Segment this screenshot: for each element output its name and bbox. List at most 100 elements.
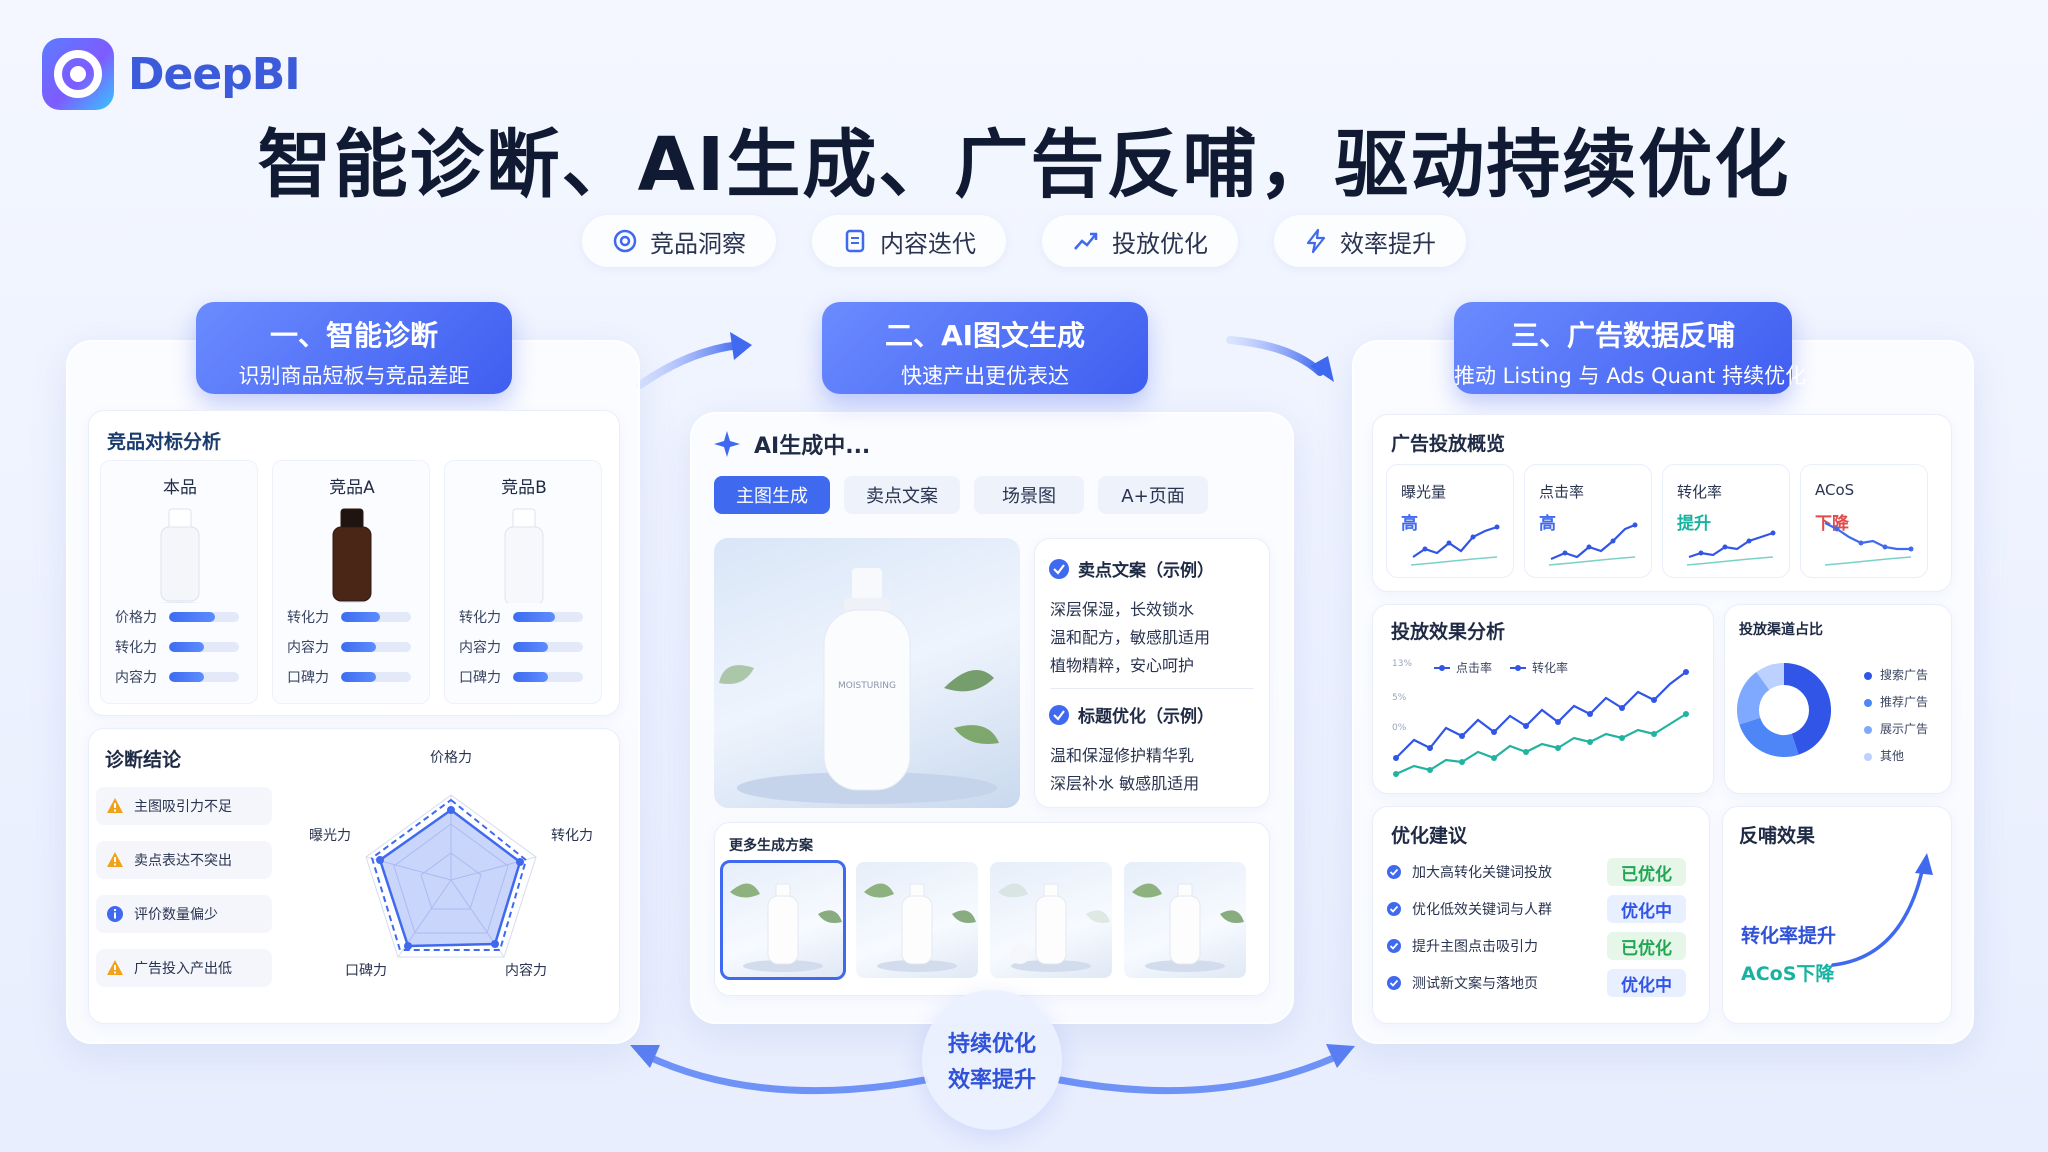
metric-bar	[169, 642, 239, 652]
ad-metric-label: 转化率	[1677, 483, 1723, 501]
ad-metric-sparkline	[1686, 530, 1776, 566]
generated-option-thumbnail[interactable]	[1124, 862, 1246, 978]
chart-point	[1587, 739, 1593, 745]
tab-selling-copy[interactable]: 卖点文案	[844, 476, 960, 514]
suggestion-item[interactable]: 优化低效关键词与人群优化中	[1386, 893, 1686, 925]
tab-scene-image[interactable]: 场景图	[974, 476, 1084, 514]
issue-item[interactable]: 广告投入产出低	[96, 949, 272, 987]
tab-a-plus-page[interactable]: A+页面	[1098, 476, 1208, 514]
copy-line: 植物精粹，安心呵护	[1050, 656, 1195, 675]
chart-point	[1393, 755, 1399, 761]
ad-metric-card[interactable]: 转化率提升	[1662, 464, 1790, 578]
issue-item[interactable]: 评价数量偏少	[96, 895, 272, 933]
title-opt-lines: 温和保湿修护精华乳 深层补水 敏感肌适用	[1050, 742, 1199, 798]
issue-text: 卖点表达不突出	[134, 853, 232, 869]
ad-metric-card[interactable]: 曝光量高	[1386, 464, 1514, 578]
feature-pills: 竞品洞察 内容迭代 投放优化 效率提升	[0, 215, 2048, 267]
page-title: 智能诊断、AI生成、广告反哺，驱动持续优化	[257, 122, 1791, 208]
chart-point	[1491, 755, 1497, 761]
channel-legend-item: 展示广告	[1864, 716, 1928, 743]
metric-bar-fill	[169, 612, 215, 622]
pill-label: 效率提升	[1340, 229, 1436, 258]
tag-diagnosis: 一、智能诊断 识别商品短板与竞品差距	[196, 302, 512, 394]
target-icon	[613, 229, 637, 253]
metric-bar	[513, 612, 583, 622]
warning-icon	[107, 798, 123, 813]
channel-legend-item: 搜索广告	[1864, 662, 1928, 689]
arrow-loop-left	[641, 1051, 929, 1095]
metric-label: 转化力	[287, 610, 329, 626]
issue-item[interactable]: 主图吸引力不足	[96, 787, 272, 825]
ad-metric-label: ACoS	[1815, 481, 1855, 499]
metric-bar-fill	[341, 612, 380, 622]
chart-point	[1619, 705, 1625, 711]
ad-metric-trend: 提升	[1677, 514, 1711, 534]
suggestion-status-badge: 优化中	[1607, 895, 1686, 923]
chart-point	[1459, 759, 1465, 765]
issue-item[interactable]: 卖点表达不突出	[96, 841, 272, 879]
product-name: 竞品A	[329, 478, 375, 498]
generated-option-thumbnail[interactable]	[720, 860, 846, 980]
suggestion-item[interactable]: 加大高转化关键词投放已优化	[1386, 856, 1686, 888]
generated-option-thumbnail[interactable]	[856, 862, 978, 978]
ad-metric-card[interactable]: ACoS 下降	[1800, 464, 1928, 578]
metric-row: 转化力	[115, 637, 239, 657]
chart-point	[1683, 711, 1689, 717]
title-opt-title: 标题优化（示例）	[1078, 707, 1214, 727]
main-product-image[interactable]: MOISTURING	[714, 538, 1020, 808]
metric-label: 口碑力	[287, 670, 329, 686]
ad-metric-card[interactable]: 点击率高	[1524, 464, 1652, 578]
product-bottle-image	[504, 508, 544, 603]
metric-bar-fill	[169, 642, 204, 652]
suggestion-status-badge: 已优化	[1607, 858, 1686, 886]
effect-title: 投放效果分析	[1391, 621, 1506, 643]
chart-point	[1427, 745, 1433, 751]
arrow-2-to-3	[1226, 336, 1324, 376]
copy-title: 卖点文案（示例）	[1078, 561, 1214, 581]
issue-list: 主图吸引力不足 卖点表达不突出 评价数量偏少 广告投入产出低	[96, 787, 272, 987]
copy-card	[1034, 538, 1270, 808]
generating-text: AI生成中...	[754, 434, 871, 459]
metric-bar-fill	[341, 672, 376, 682]
more-options-title: 更多生成方案	[729, 838, 813, 854]
issue-text: 评价数量偏少	[134, 907, 218, 923]
check-circle-icon	[1387, 865, 1401, 879]
chart-point	[1651, 697, 1657, 703]
ad-metric-trend: 下降	[1815, 514, 1849, 534]
chart-point	[1683, 669, 1689, 675]
channel-share-title: 投放渠道占比	[1739, 622, 1823, 638]
suggestion-status-badge: 已优化	[1607, 932, 1686, 960]
chart-point	[1523, 723, 1529, 729]
generated-option-thumbnail[interactable]	[990, 862, 1112, 978]
pill-ads[interactable]: 投放优化	[1042, 215, 1238, 267]
copy-line: 温和配方，敏感肌适用	[1050, 628, 1211, 647]
pill-content[interactable]: 内容迭代	[812, 215, 1006, 267]
divider	[1050, 688, 1254, 689]
pill-efficiency[interactable]: 效率提升	[1274, 215, 1466, 267]
suggestion-item[interactable]: 提升主图点击吸引力已优化	[1386, 930, 1686, 962]
suggestion-status-badge: 优化中	[1607, 969, 1686, 997]
legend-cvr: 转化率	[1532, 660, 1568, 675]
check-circle-icon	[1049, 558, 1069, 579]
title-line: 深层补水 敏感肌适用	[1050, 774, 1200, 793]
tag-subtitle: 识别商品短板与竞品差距	[238, 364, 470, 388]
tag-subtitle: 推动 Listing 与 Ads Quant 持续优化	[1454, 364, 1807, 388]
metric-bar-fill	[513, 672, 548, 682]
issue-text: 主图吸引力不足	[134, 799, 232, 815]
product-column[interactable]: 竞品A 转化力内容力口碑力	[272, 460, 430, 704]
metric-row: 转化力	[287, 607, 411, 627]
tab-main-image[interactable]: 主图生成	[714, 476, 830, 514]
pill-label: 投放优化	[1112, 229, 1208, 258]
suggestion-item[interactable]: 测试新文案与落地页优化中	[1386, 967, 1686, 999]
channel-legend-item: 推荐广告	[1864, 689, 1928, 716]
metric-bar	[169, 612, 239, 622]
copy-heading: 卖点文案（示例）	[1048, 556, 1214, 581]
suggestions-title: 优化建议	[1391, 825, 1468, 847]
donut-slice	[1737, 671, 1770, 725]
product-column[interactable]: 本品 价格力转化力内容力	[100, 460, 258, 704]
chart-point	[1491, 729, 1497, 735]
product-column[interactable]: 竞品B 转化力内容力口碑力	[444, 460, 602, 704]
metric-row: 口碑力	[287, 667, 411, 687]
pill-competitor[interactable]: 竞品洞察	[582, 215, 776, 267]
